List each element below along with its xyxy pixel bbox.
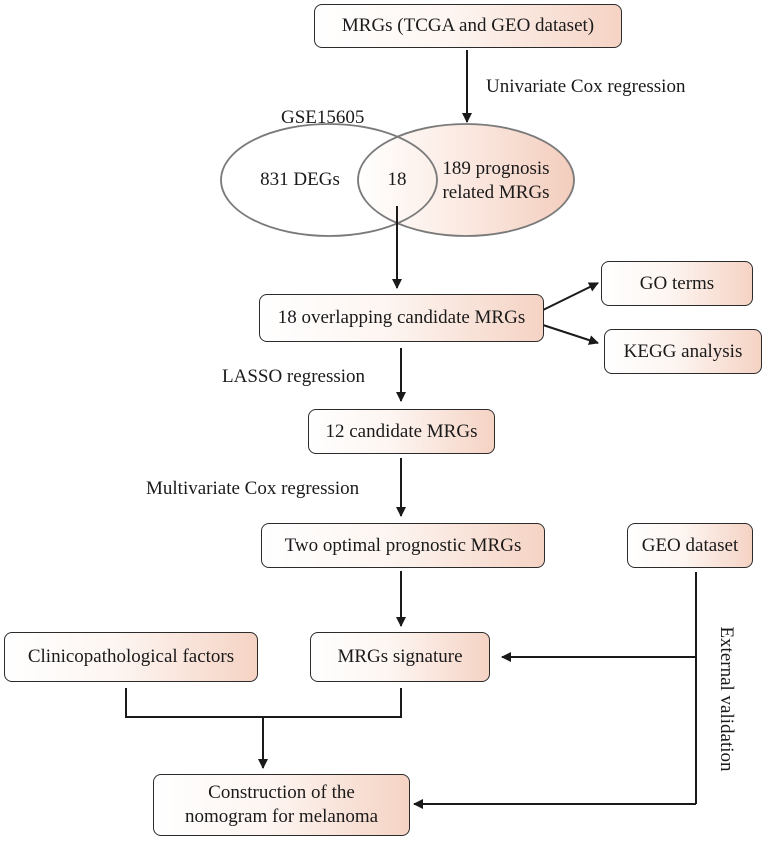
box-mrgs-signature: MRGs signature xyxy=(310,632,490,682)
merge-bracket xyxy=(125,688,402,718)
box-mrgs-dataset: MRGs (TCGA and GEO dataset) xyxy=(314,4,622,48)
nomogram-line1: Construction of the xyxy=(208,782,355,804)
box-nomogram: Construction of the nomogram for melanom… xyxy=(153,774,410,836)
venn-right-label: 189 prognosis related MRGs xyxy=(432,157,560,205)
box-geo-dataset: GEO dataset xyxy=(627,523,753,568)
venn-left-label: 831 DEGs xyxy=(260,169,340,190)
venn-right-line2: related MRGs xyxy=(442,181,550,203)
venn-title: GSE15605 xyxy=(281,107,365,128)
venn-left-ellipse xyxy=(220,123,438,237)
venn-overlap-label: 18 xyxy=(387,169,407,190)
nomogram-line2: nomogram for melanoma xyxy=(184,806,379,827)
label-lasso: LASSO regression xyxy=(222,366,366,387)
arrow-to-go xyxy=(542,282,599,311)
label-multivariate: Multivariate Cox regression xyxy=(146,478,360,499)
box-two-optimal: Two optimal prognostic MRGs xyxy=(261,523,545,568)
box-kegg-analysis: KEGG analysis xyxy=(604,329,762,374)
box-overlapping-candidates: 18 overlapping candidate MRGs xyxy=(259,294,544,342)
box-clinicopathological: Clinicopathological factors xyxy=(4,632,258,682)
venn-right-ellipse xyxy=(357,123,575,237)
arrow-to-kegg xyxy=(542,324,599,345)
label-univariate: Univariate Cox regression xyxy=(486,76,686,97)
label-external-validation: External validation xyxy=(716,626,737,772)
box-12-candidate: 12 candidate MRGs xyxy=(308,409,495,454)
venn-right-line1: 189 prognosis xyxy=(442,158,550,179)
box-go-terms: GO terms xyxy=(601,261,753,306)
